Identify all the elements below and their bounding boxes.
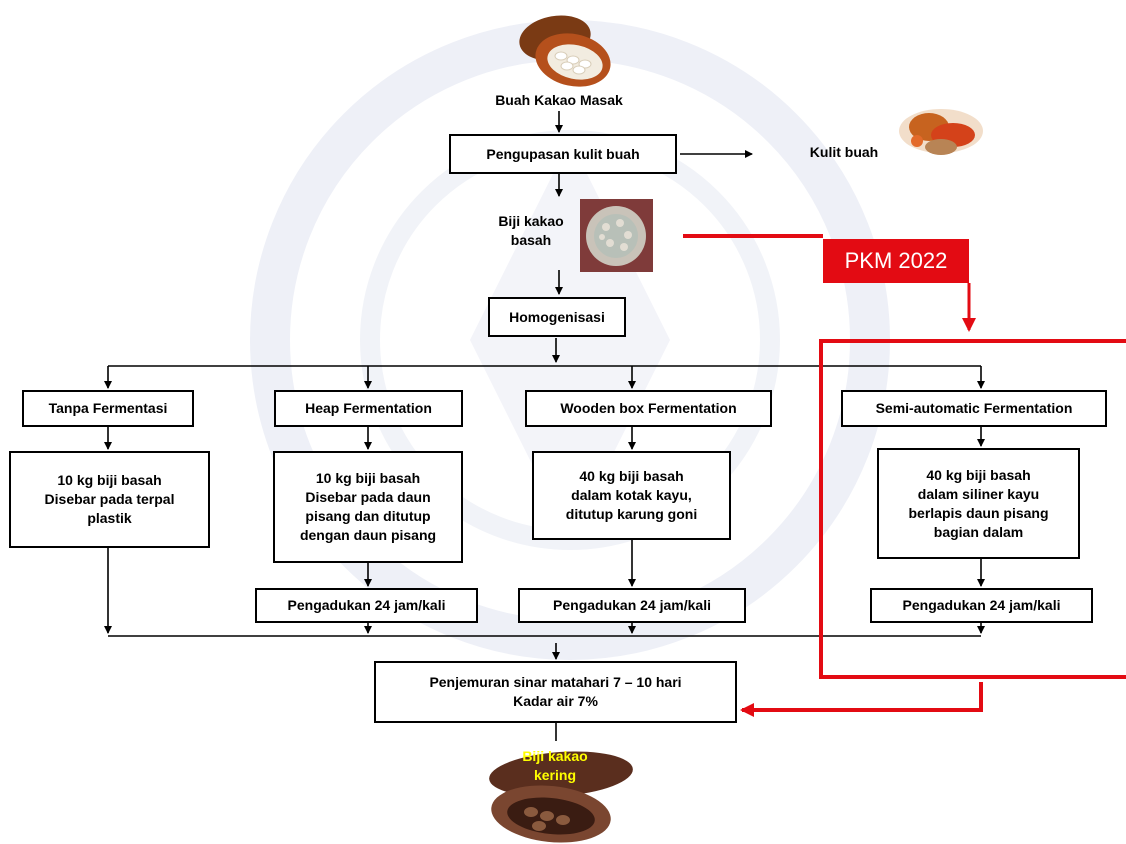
branch-method-box: Heap Fermentation (274, 390, 463, 427)
wet-beans-icon (580, 199, 653, 272)
dried-pod-icon (489, 751, 633, 843)
drying-box: Penjemuran sinar matahari 7 – 10 hari Ka… (374, 661, 737, 723)
pkm-highlight-label: PKM 2022 (823, 239, 969, 283)
stirring-box: Pengadukan 24 jam/kali (870, 588, 1093, 623)
stirring-box: Pengadukan 24 jam/kali (255, 588, 478, 623)
cocoa-husk-icon (899, 109, 983, 155)
dried-beans-label: Biji kakao kering (522, 748, 588, 783)
branch-method-box: Semi-automatic Fermentation (841, 390, 1107, 427)
ripe-fruit-label: Buah Kakao Masak (495, 92, 623, 108)
branch-description-box: 10 kg biji basah Disebar pada daun pisan… (273, 451, 463, 563)
homogenization-box: Homogenisasi (488, 297, 626, 337)
stirring-box: Pengadukan 24 jam/kali (518, 588, 746, 623)
branch-method-box: Wooden box Fermentation (525, 390, 772, 427)
cocoa-pod-icon (519, 15, 611, 87)
branch-description-box: 10 kg biji basah Disebar pada terpal pla… (9, 451, 210, 548)
wet-beans-label: Biji kakao basah (498, 213, 564, 248)
peeling-box: Pengupasan kulit buah (449, 134, 677, 174)
branch-description-box: 40 kg biji basah dalam kotak kayu, ditut… (532, 451, 731, 540)
branch-method-box: Tanpa Fermentasi (22, 390, 194, 427)
husk-label: Kulit buah (809, 144, 879, 160)
branch-description-box: 40 kg biji basah dalam siliner kayu berl… (877, 448, 1080, 559)
